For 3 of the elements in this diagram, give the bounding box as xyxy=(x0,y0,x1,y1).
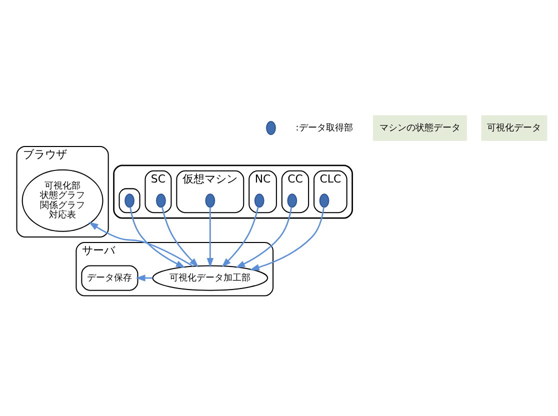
label: マシンの状態データ xyxy=(379,122,460,133)
label: 可視化データ xyxy=(487,122,542,133)
legend-label: :データ取得部 xyxy=(296,122,353,133)
